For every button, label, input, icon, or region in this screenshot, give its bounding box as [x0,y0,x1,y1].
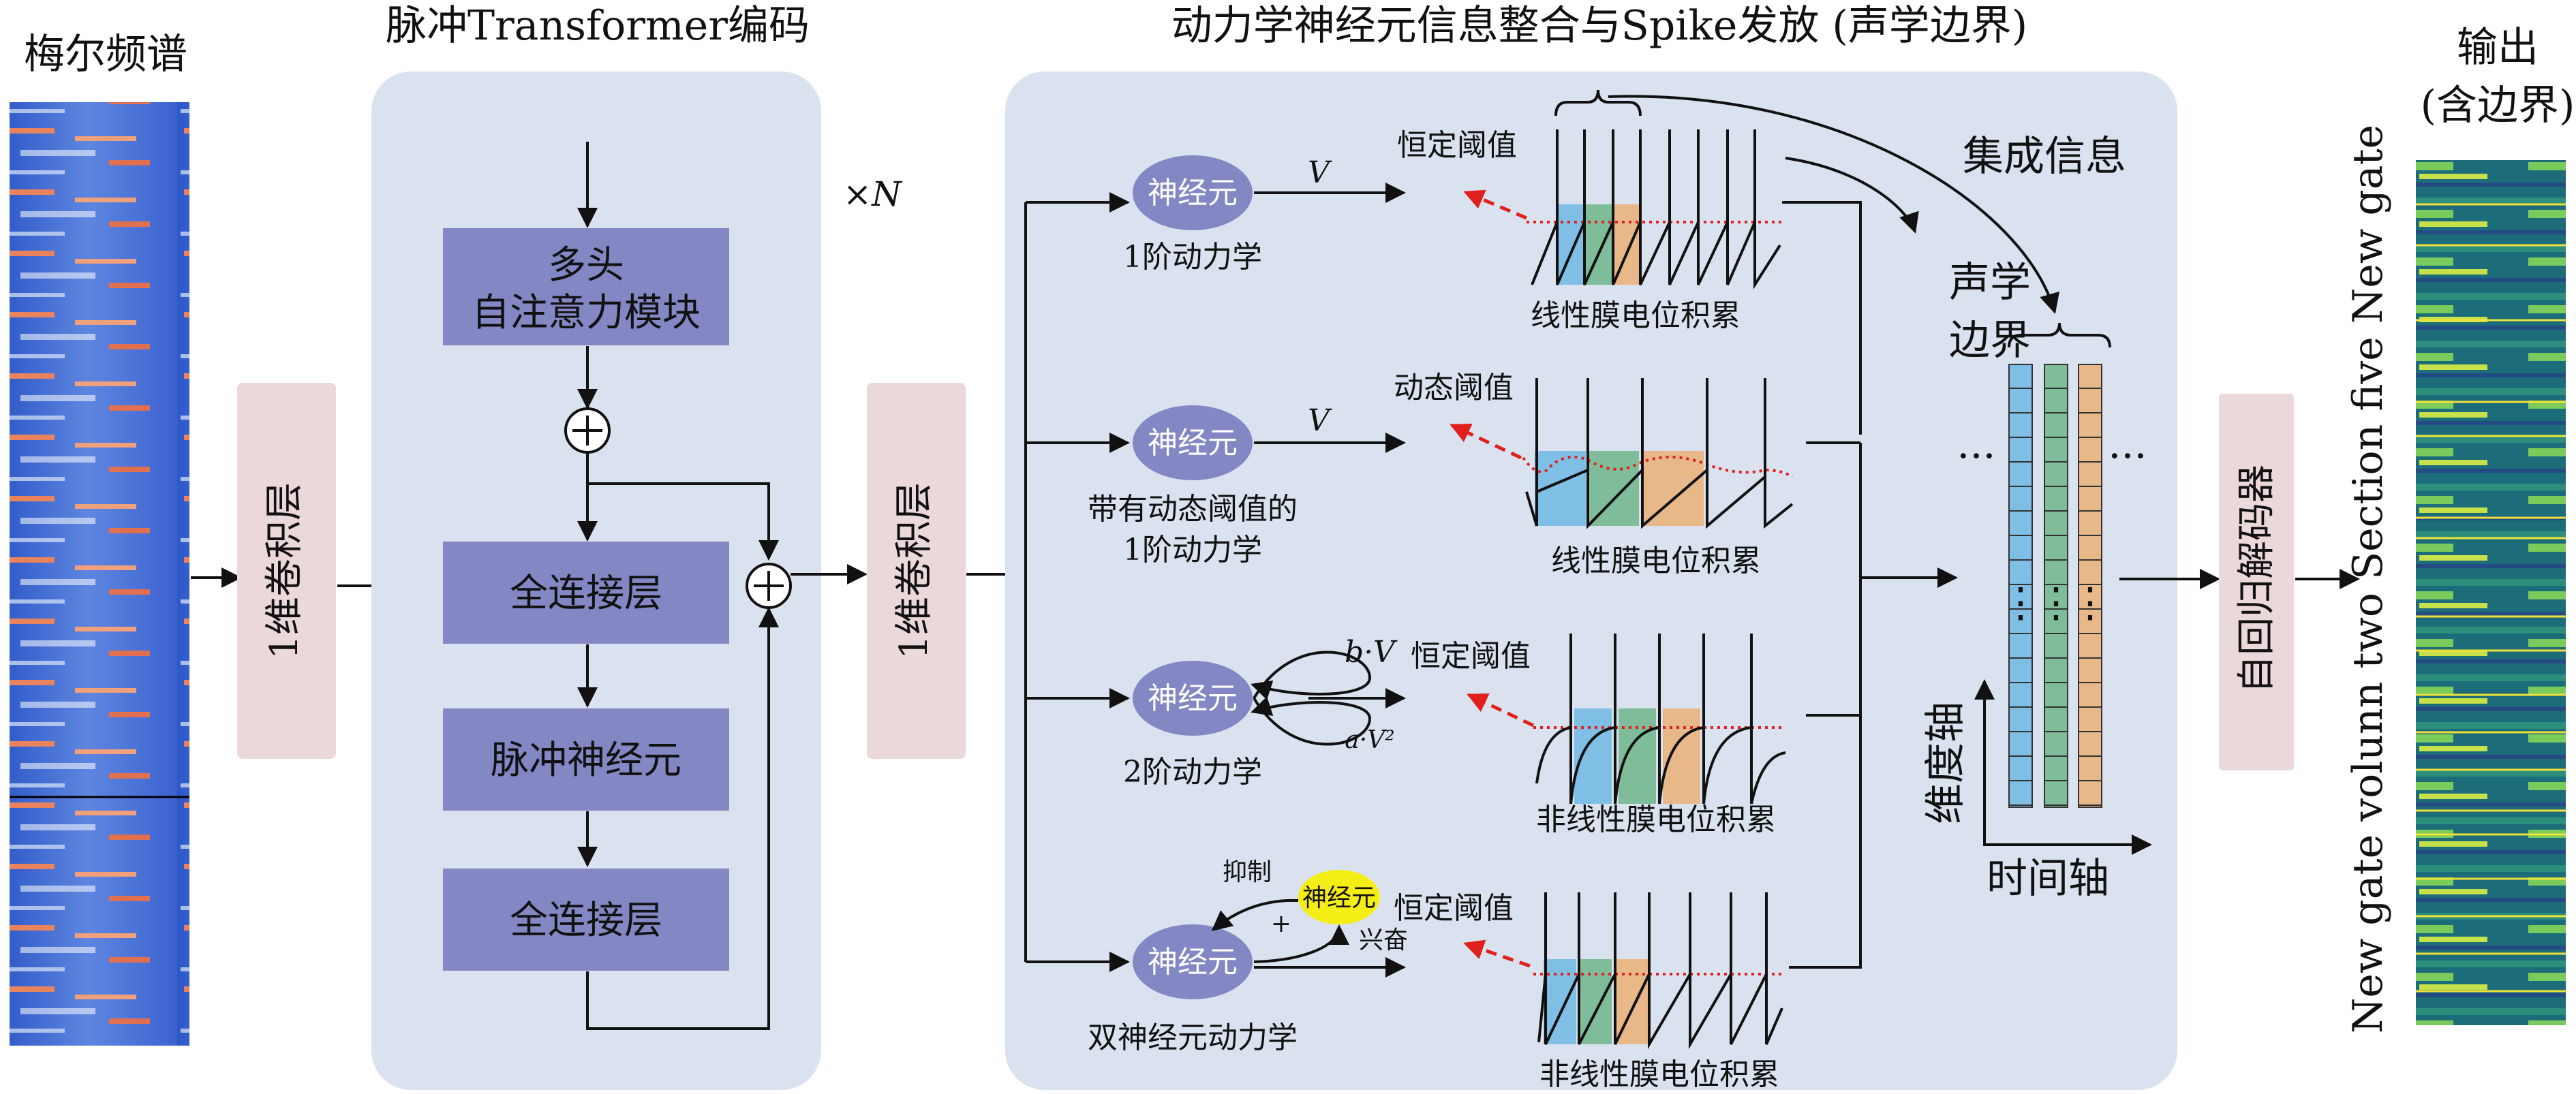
decoder-box: 自回归解码器 [2219,394,2294,770]
dots-left: ··· [1957,433,1995,480]
dynamics-caption-1: 1阶动力学 [1123,240,1262,275]
dynamics-caption-2b: 1阶动力学 [1123,533,1262,567]
neuron2-label: 神经元 [1302,884,1376,912]
neuron-label-2: 神经元 [1148,426,1238,460]
dots-right: ··· [2108,433,2147,480]
time-axis-label: 时间轴 [1987,855,2109,903]
encoder-heading: 脉冲Transformer编码 [386,2,810,50]
membrane-plot-4 [1533,892,1783,1050]
var-av2: a·V² [1345,726,1394,754]
graph-caption-2: 线性膜电位积累 [1551,544,1761,578]
conv-layer-middle-label: 1维卷积层 [892,482,936,659]
spike-neuron-box: 脉冲神经元 [443,708,729,811]
mel-spectrogram-image [10,102,189,1046]
decoder-label: 自回归解码器 [2235,465,2279,693]
mel-heading: 梅尔频谱 [24,31,187,78]
svg-text:全连接层: 全连接层 [510,572,662,616]
output-words: New gate volunn two Section five New gat… [2344,125,2392,1033]
svg-text:脉冲神经元: 脉冲神经元 [491,738,681,783]
conv-layer-middle: 1维卷积层 [867,383,966,759]
add-node-2 [746,563,792,609]
threshold-label-4: 恒定阈值 [1394,891,1514,926]
threshold-label-3: 恒定阈值 [1411,639,1531,674]
dynamics-caption-2a: 带有动态阈值的 [1088,492,1298,527]
membrane-plot-3 [1533,634,1786,804]
output-spectrogram-image [2416,160,2566,1025]
var-bv: b·V [1345,635,1398,670]
plus-sign: + [1271,910,1291,938]
vdots-3: ⋮ [2070,579,2111,627]
output-heading-line1: 输出 [2457,24,2539,72]
add-node-1 [564,407,611,454]
vdots-1: ⋮ [2000,579,2041,627]
graph-caption-3: 非线性膜电位积累 [1536,802,1776,837]
integrated-info-label: 集成信息 [1963,133,2126,181]
dynamics-caption-3: 2阶动力学 [1123,755,1262,790]
acoustic-boundary-line1: 声学 [1949,259,2031,307]
dynamics-row-4: 神经元 神经元 抑制 + 兴奋 双神经元动力学 恒定阈值 非线性膜电位积累 [1088,715,1862,1092]
integration-heading: 动力学神经元信息整合与Spike发放 (声学边界) [1171,2,2027,50]
dynamics-caption-4: 双神经元动力学 [1088,1020,1298,1055]
excite-label: 兴奋 [1359,926,1408,954]
fc-box-2: 全连接层 [443,869,729,971]
attention-box: 多头 自注意力模块 [443,228,729,345]
neuron-label-1: 神经元 [1148,176,1238,210]
encoder-panel: ×N 多头 自注意力模块 全连接层 脉冲神经元 全连接层 [371,72,903,1090]
attention-label-2: 自注意力模块 [472,291,701,335]
neuron-label-3: 神经元 [1148,681,1238,716]
dynamics-row-3: 神经元 2阶动力学 b·V a·V² 恒定阈值 非线性膜电位积累 [1123,443,1862,837]
attention-label-1: 多头 [548,243,624,287]
threshold-label-1: 恒定阈值 [1397,128,1517,163]
conv-layer-left: 1维卷积层 [237,383,336,759]
repeat-n-label: ×N [843,174,903,214]
feature-matrix: ··· ··· ⋮ ⋮ ⋮ 维度轴 时间轴 [1922,322,2152,903]
conv-layer-left-label: 1维卷积层 [262,482,307,659]
integration-panel [1005,72,2177,1090]
dim-axis-label: 维度轴 [1922,702,1969,824]
dynamics-row-1: 神经元 1阶动力学 V 恒定阈值 线性膜电位积累 [1123,89,1862,435]
membrane-plot-2 [1522,378,1794,529]
dynamics-row-2: 神经元 带有动态阈值的 1阶动力学 V 动态阈值 线性膜电位积累 [1088,371,1860,578]
membrane-plot-1 [1527,89,1782,290]
var-v-2: V [1308,403,1332,438]
inhibit-label: 抑制 [1223,858,1272,886]
graph-caption-1: 线性膜电位积累 [1531,298,1741,333]
output-heading-line2: (含边界) [2421,82,2575,129]
svg-text:全连接层: 全连接层 [510,898,662,943]
acoustic-boundary-line2: 边界 [1949,317,2031,364]
fc-box-1: 全连接层 [443,542,729,644]
var-v-1: V [1308,155,1332,190]
threshold-label-2: 动态阈值 [1394,371,1514,405]
graph-caption-4: 非线性膜电位积累 [1539,1057,1779,1092]
vdots-2: ⋮ [2036,579,2076,627]
neuron-label-4: 神经元 [1148,945,1238,980]
